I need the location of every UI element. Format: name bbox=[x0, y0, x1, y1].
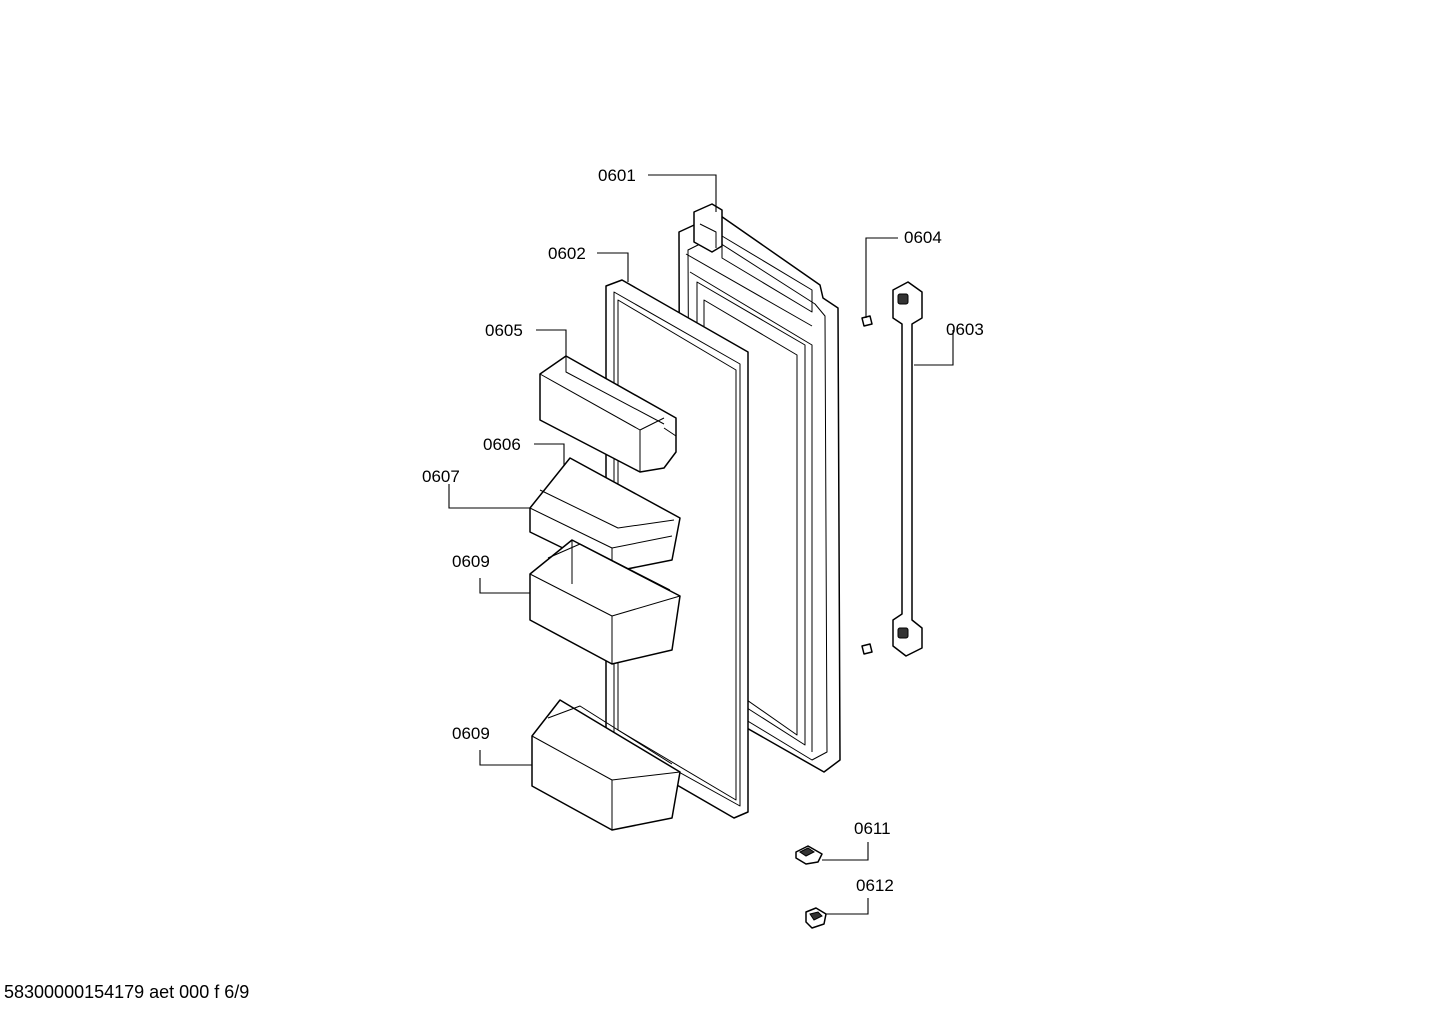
document-code: 58300000154179 aet 000 f 6/9 bbox=[4, 982, 249, 1002]
callout-0609-upper: 0609 bbox=[452, 552, 490, 571]
part-0609-door-shelf-upper bbox=[529, 539, 681, 665]
part-0605-dairy-compartment bbox=[539, 355, 677, 473]
callout-0605: 0605 bbox=[485, 321, 523, 340]
part-0609-door-shelf-lower bbox=[531, 699, 681, 831]
callout-0609-lower: 0609 bbox=[452, 724, 490, 743]
part-0604-screws bbox=[861, 315, 873, 655]
callout-0612: 0612 bbox=[856, 876, 894, 895]
callout-0603: 0603 bbox=[946, 320, 984, 339]
leader-lines bbox=[448, 174, 954, 915]
callout-0601: 0601 bbox=[598, 166, 636, 185]
callout-0606: 0606 bbox=[483, 435, 521, 454]
part-0603-handle bbox=[892, 281, 923, 657]
callout-0611: 0611 bbox=[854, 819, 891, 838]
callout-0602: 0602 bbox=[548, 244, 586, 263]
callout-0604: 0604 bbox=[904, 228, 942, 247]
part-0611-hinge-cap bbox=[795, 845, 823, 865]
callout-0607: 0607 bbox=[422, 467, 460, 486]
part-0612-hinge-bushing bbox=[805, 907, 827, 929]
